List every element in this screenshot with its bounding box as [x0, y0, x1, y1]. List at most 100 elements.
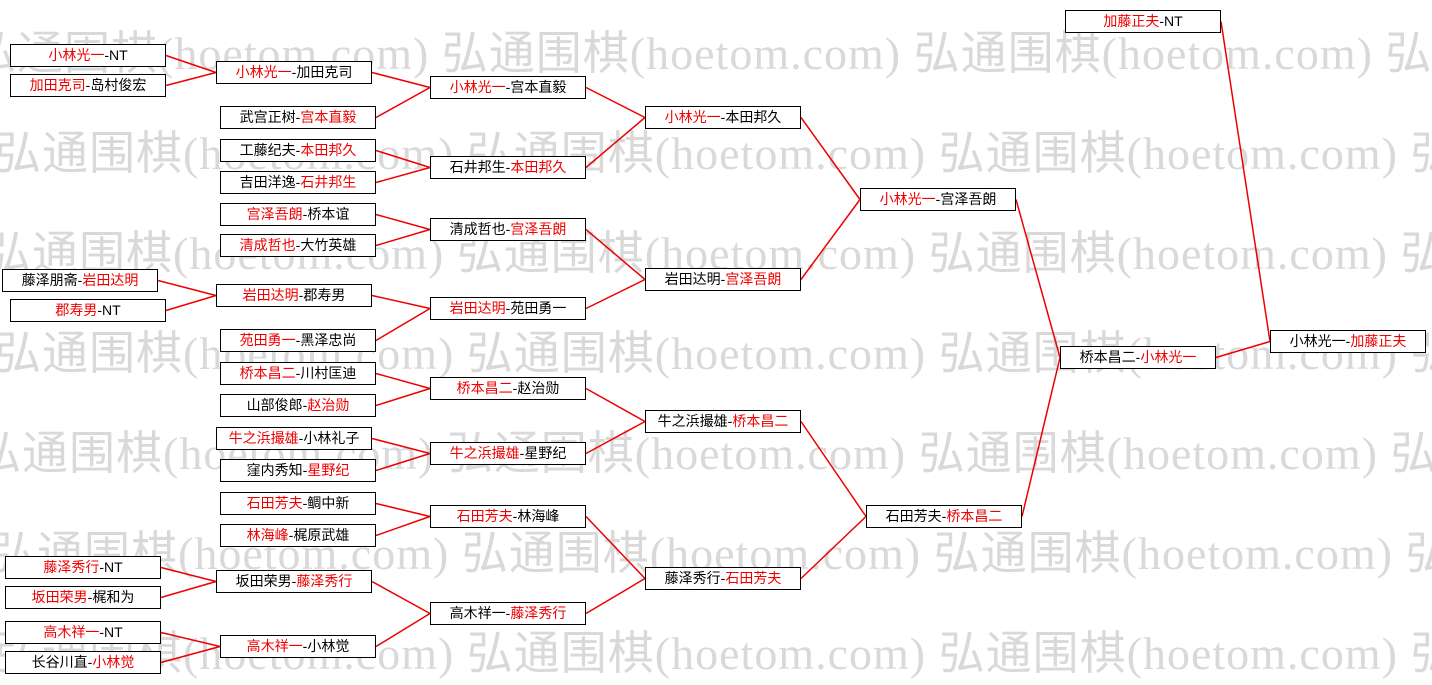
winner-name: 苑田勇一 — [239, 332, 296, 348]
player-name: NT — [109, 47, 128, 63]
match-box: 石井邦生-本田邦久 — [430, 156, 586, 179]
match-box: 小林光一-宫本直毅 — [430, 76, 586, 99]
match-box: 桥本昌二-川村匡迪 — [220, 362, 376, 385]
winner-name: 石田芳夫 — [725, 570, 782, 586]
player-name: 小林觉 — [307, 638, 350, 654]
separator: - — [505, 159, 511, 175]
player-name: 石井邦生 — [449, 159, 506, 175]
match-box: 小林光一-加田克司 — [216, 61, 372, 84]
match-box: 清成哲也-宫泽吾朗 — [430, 218, 586, 241]
winner-name: 小林光一 — [664, 109, 721, 125]
separator: - — [302, 495, 308, 511]
connector-line — [375, 86, 431, 119]
separator: - — [1135, 349, 1141, 365]
player-name: 加田克司 — [296, 64, 353, 80]
winner-name: 林海峰 — [246, 527, 289, 543]
match-box: 苑田勇一-黑泽忠尚 — [220, 329, 376, 352]
match-box: 山部俊郎-赵治勋 — [220, 394, 376, 417]
player-name: 郡寿男 — [303, 287, 346, 303]
match-box: 石田芳夫-桥本昌二 — [866, 505, 1022, 528]
winner-name: 小林觉 — [92, 654, 135, 670]
match-box: 高木祥一-小林觉 — [220, 635, 376, 658]
separator: - — [87, 654, 93, 670]
separator: - — [1345, 333, 1351, 349]
player-name: NT — [104, 559, 123, 575]
match-box: 郡寿男-NT — [10, 299, 166, 322]
player-name: 宫泽吾朗 — [940, 191, 997, 207]
winner-name: 小林光一 — [1140, 349, 1197, 365]
player-name: NT — [102, 302, 121, 318]
player-name: 大竹英雄 — [300, 237, 357, 253]
winner-name: 高木祥一 — [246, 638, 303, 654]
player-name: 吉田洋逸 — [239, 174, 296, 190]
separator: - — [302, 206, 308, 222]
match-box: 小林光一-加藤正夫 — [1270, 330, 1426, 353]
player-name: 藤泽朋斋 — [21, 272, 78, 288]
separator: - — [302, 638, 308, 654]
player-name: 工藤纪夫 — [239, 142, 296, 158]
match-box: 窪内秀知-星野纪 — [220, 459, 376, 482]
winner-name: 加藤正夫 — [1103, 13, 1160, 29]
player-name: NT — [104, 624, 123, 640]
winner-name: 宫泽吾朗 — [725, 271, 782, 287]
connector-line — [157, 279, 217, 297]
connector-line — [375, 502, 431, 518]
winner-name: 加藤正夫 — [1350, 333, 1407, 349]
winner-name: 本田邦久 — [510, 159, 567, 175]
separator: - — [87, 589, 93, 605]
winner-name: 牛之浜撮雄 — [449, 445, 520, 461]
separator: - — [295, 109, 301, 125]
connector-line — [160, 580, 217, 599]
winner-name: 星野纪 — [307, 462, 350, 478]
match-box: 吉田洋逸-石井邦生 — [220, 171, 376, 194]
connector-line — [585, 387, 646, 423]
match-box: 加藤正夫-NT — [1065, 10, 1221, 33]
player-name: 藤泽秀行 — [664, 570, 721, 586]
match-box: 林海峰-梶原武雄 — [220, 524, 376, 547]
connector-line — [585, 278, 646, 310]
separator: - — [505, 300, 511, 316]
match-box: 桥本昌二-赵治勋 — [430, 377, 586, 400]
match-box: 岩田达明-郡寿男 — [216, 284, 372, 307]
separator: - — [1159, 13, 1164, 29]
match-box: 高木祥一-藤泽秀行 — [430, 602, 586, 625]
player-name: 梶和为 — [92, 589, 135, 605]
winner-name: 石田芳夫 — [246, 495, 303, 511]
player-name: 星野纪 — [524, 445, 567, 461]
player-name: 清成哲也 — [449, 221, 506, 237]
winner-name: 桥本昌二 — [946, 508, 1003, 524]
winner-name: 宫泽吾朗 — [510, 221, 567, 237]
separator: - — [295, 332, 301, 348]
separator: - — [727, 413, 733, 429]
separator: - — [295, 174, 301, 190]
player-name: 高木祥一 — [449, 605, 506, 621]
separator: - — [505, 221, 511, 237]
separator: - — [720, 570, 726, 586]
winner-name: 桥本昌二 — [239, 365, 296, 381]
separator: - — [99, 559, 104, 575]
winner-name: 郡寿男 — [55, 302, 98, 318]
separator: - — [298, 430, 304, 446]
player-name: 岛村俊宏 — [90, 77, 147, 93]
player-name: 宫本直毅 — [510, 79, 567, 95]
player-name: 山部俊郎 — [246, 397, 303, 413]
separator: - — [99, 624, 104, 640]
player-name: 黑泽忠尚 — [300, 332, 357, 348]
player-name: 川村匡迪 — [300, 365, 357, 381]
separator: - — [941, 508, 947, 524]
player-name: 牛之浜撮雄 — [657, 413, 728, 429]
winner-name: 宫泽吾朗 — [246, 206, 303, 222]
player-name: 长谷川直 — [31, 654, 88, 670]
player-name: 武宫正树 — [239, 109, 296, 125]
separator: - — [291, 64, 297, 80]
player-name: 小林光一 — [1289, 333, 1346, 349]
separator: - — [512, 380, 518, 396]
winner-name: 藤泽秀行 — [296, 573, 353, 589]
match-box: 坂田荣男-藤泽秀行 — [216, 570, 372, 593]
winner-name: 坂田荣男 — [31, 589, 88, 605]
match-box: 武宫正树-宫本直毅 — [220, 106, 376, 129]
winner-name: 石井邦生 — [300, 174, 357, 190]
connector-line — [371, 580, 431, 615]
winner-name: 宫本直毅 — [300, 109, 357, 125]
player-name: 窪内秀知 — [246, 462, 303, 478]
